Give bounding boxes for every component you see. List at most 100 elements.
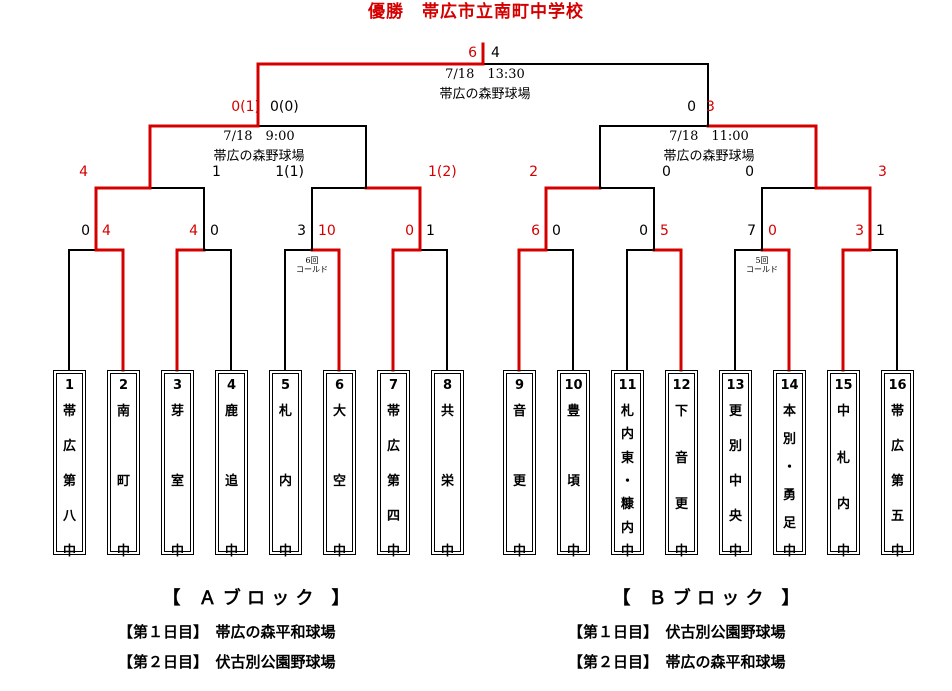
final-score-right: 4: [491, 45, 500, 61]
round2-score-right: 3: [878, 164, 887, 180]
team-name: 帯広第四中: [381, 400, 406, 559]
team-name-char: 別: [782, 432, 796, 447]
team-name: 下音更中: [669, 400, 694, 559]
team-name-char: 札: [620, 404, 634, 419]
team-name-char: 糠: [620, 497, 634, 513]
block-a-day1: 【第１日目】 帯広の森平和球場: [118, 623, 336, 641]
team-name-char: 中: [728, 474, 742, 489]
team-name-char: 鹿: [224, 404, 238, 419]
team-name-char: 中: [566, 544, 580, 559]
block-b-day2: 【第２日目】 帯広の森平和球場: [568, 653, 786, 671]
block-b-day1: 【第１日目】 伏古別公園野球場: [568, 623, 786, 641]
round1-score-right: 1: [426, 223, 435, 239]
team-seed: 10: [564, 378, 583, 393]
team-name: 音更中: [507, 400, 532, 559]
team-name-char: 芽: [170, 404, 184, 419]
final-game-venue: 帯広の森野球場: [439, 87, 531, 102]
team-box: 5 札内中: [269, 370, 302, 559]
team-name-char: 中: [116, 544, 130, 559]
team-name-char: ・: [782, 460, 796, 475]
team-name-char: 札: [836, 450, 850, 466]
team-seed: 6: [334, 378, 345, 393]
called-game-note-b: 5回 コールド: [742, 256, 782, 274]
round2-score-left: 0: [745, 164, 754, 180]
team-seed: 2: [118, 378, 129, 393]
team-box-inner: 10 豊頃中: [560, 373, 587, 559]
team-seed: 13: [726, 378, 745, 393]
team-name-char: 更: [728, 404, 742, 419]
team-name-char: 央: [728, 509, 742, 524]
team-name-char: 中: [836, 404, 850, 419]
team-name-char: 帯: [890, 404, 904, 419]
team-name-char: 中: [170, 544, 184, 559]
team-name-char: 内: [620, 427, 634, 443]
team-name: 中札内中: [831, 400, 856, 559]
round1-score-left: 7: [747, 223, 756, 239]
team-name-char: 第: [386, 474, 400, 489]
round1-score-right: 1: [876, 223, 885, 239]
team-name-char: 中: [440, 544, 454, 559]
team-name-char: 四: [386, 509, 400, 524]
team-name-char: 第: [890, 474, 904, 489]
team-name-char: 帯: [386, 404, 400, 419]
team-name-char: 帯: [62, 404, 76, 419]
team-name-char: 勇: [782, 488, 796, 503]
round2-score-left: 4: [79, 164, 88, 180]
semi-a-game-venue: 帯広の森野球場: [213, 149, 305, 164]
team-name: 札内中: [273, 400, 298, 559]
team-name-char: 更: [674, 497, 688, 513]
team-name-char: 八: [62, 509, 76, 524]
round1-score-right: 5: [660, 223, 669, 239]
team-seed: 5: [280, 378, 291, 393]
team-name-char: 中: [620, 544, 634, 559]
team-name-char: 本: [782, 404, 796, 419]
team-name-char: 別: [728, 439, 742, 454]
team-box: 10 豊頃中: [557, 370, 590, 559]
team-seed: 16: [888, 378, 907, 393]
team-name-char: 頃: [566, 474, 580, 489]
team-name-char: 町: [116, 474, 130, 489]
team-name-char: 中: [386, 544, 400, 559]
team-seed: 3: [172, 378, 183, 393]
team-name-char: 豊: [566, 404, 580, 419]
team-seed: 4: [226, 378, 237, 393]
round1-score-left: 4: [189, 223, 198, 239]
semifinal-score-left: 0(1): [231, 99, 260, 115]
team-name-char: 広: [890, 439, 904, 454]
team-name-char: 音: [674, 450, 688, 466]
team-seed: 7: [388, 378, 399, 393]
round1-score-left: 0: [639, 223, 648, 239]
round2-score-right: 1: [212, 164, 221, 180]
team-seed: 15: [834, 378, 853, 393]
team-name-char: 中: [278, 544, 292, 559]
team-name: 更別中央中: [723, 400, 748, 559]
team-seed: 11: [618, 378, 637, 393]
team-seed: 8: [442, 378, 453, 393]
team-name-char: 五: [890, 509, 904, 524]
team-name-char: 大: [332, 404, 346, 419]
final-score-left: 6: [468, 45, 477, 61]
team-name-char: 共: [440, 404, 454, 419]
team-seed: 1: [64, 378, 75, 393]
team-name-char: 中: [512, 544, 526, 559]
round2-score-right: 0: [662, 164, 671, 180]
called-game-note-a: 6回 コールド: [292, 256, 332, 274]
team-name: 帯広第八中: [57, 400, 82, 559]
